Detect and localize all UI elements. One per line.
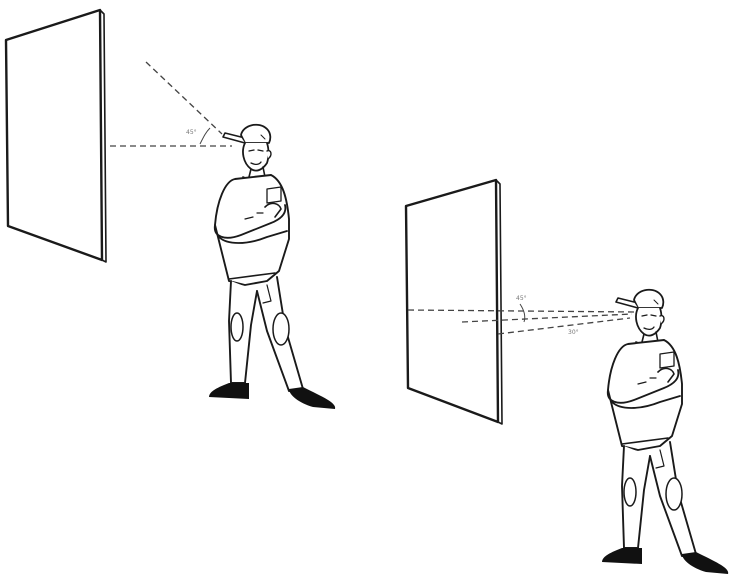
angle-label-upper: 45°: [186, 129, 197, 136]
worker-figure-upper: [209, 125, 335, 409]
angle-label-lower-a: 45°: [516, 295, 527, 302]
scene-lower: 45° 30°: [406, 180, 728, 574]
angled-sightline-upper: [146, 62, 222, 134]
worker-figure-lower: [602, 290, 728, 574]
wall-panel-upper: [6, 10, 102, 260]
angled-sightline-lower-b: [498, 318, 630, 334]
scene-upper: 45°: [6, 10, 335, 409]
wall-panel-lower: [406, 180, 498, 422]
angle-arc-upper: [200, 128, 210, 144]
angle-label-lower-b: 30°: [568, 329, 579, 336]
